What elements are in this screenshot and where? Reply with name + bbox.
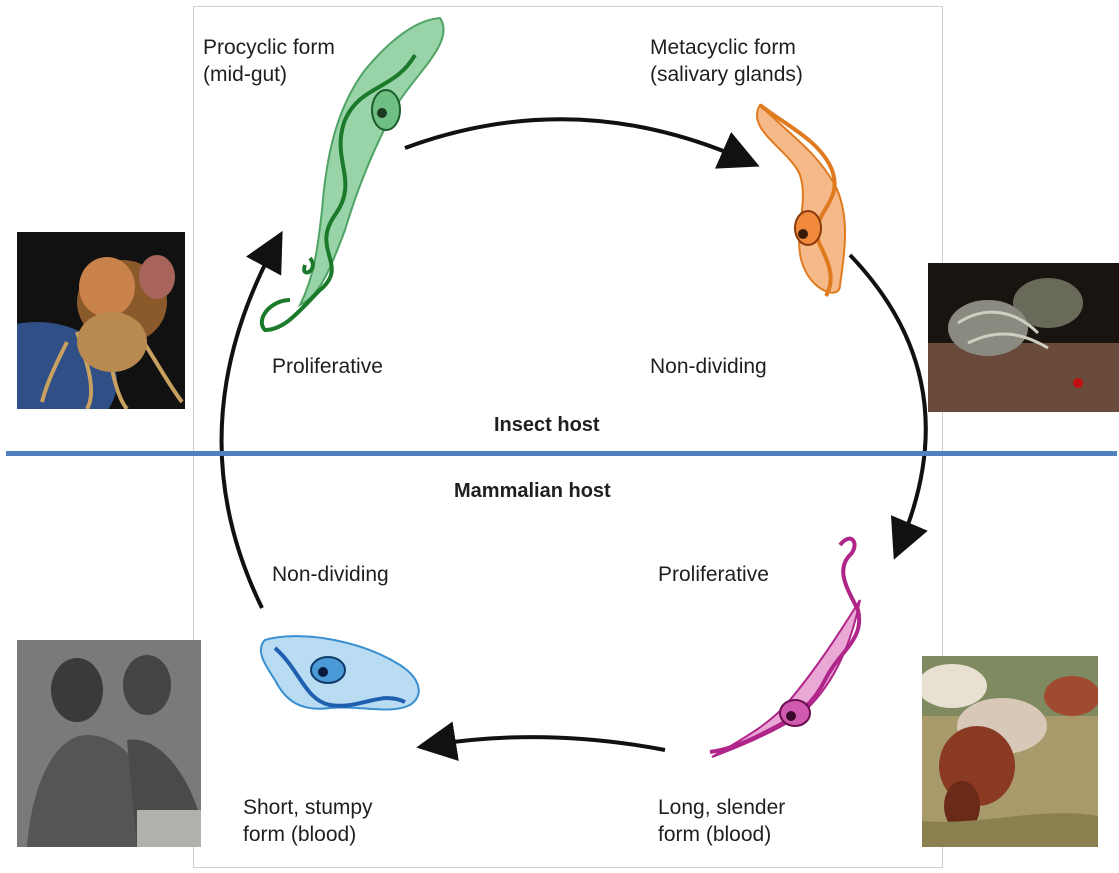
proliferative-top-label: Proliferative: [272, 353, 383, 380]
nondividing-top-label: Non-dividing: [650, 353, 767, 380]
insect-host-label: Insect host: [494, 412, 600, 439]
stumpy-label: Short, stumpy form (blood): [243, 794, 373, 848]
procyclic-label: Procyclic form (mid-gut): [203, 34, 335, 88]
slender-label: Long, slender form (blood): [658, 794, 785, 848]
cattle-photo: [922, 656, 1098, 847]
tsetse-closeup-photo: [17, 232, 185, 409]
tsetse-feeding-photo: [928, 263, 1119, 412]
metacyclic-form-illustration: [757, 105, 845, 296]
metacyclic-label: Metacyclic form (salivary glands): [650, 34, 803, 88]
arrow-metacyclic-to-slender: [850, 255, 926, 545]
arrow-slender-to-stumpy: [432, 737, 665, 750]
people-photo: [17, 640, 201, 847]
mammalian-host-label: Mammalian host: [454, 478, 611, 505]
proliferative-bottom-label: Proliferative: [658, 561, 769, 588]
host-divider: [6, 451, 1117, 456]
nondividing-bottom-label: Non-dividing: [272, 561, 389, 588]
stumpy-form-illustration: [261, 636, 419, 709]
arrow-procyclic-to-metacyclic: [405, 119, 745, 160]
arrow-stumpy-to-procyclic: [222, 245, 275, 608]
